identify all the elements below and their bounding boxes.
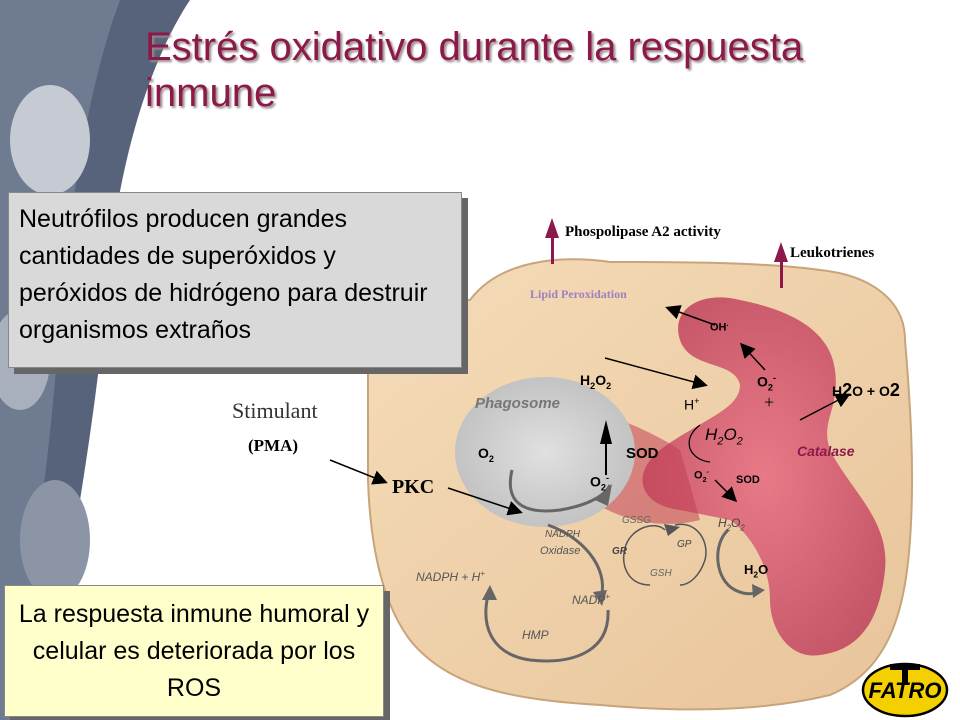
up-arrow-leukotrienes [774, 242, 788, 288]
label-gr: GR [612, 546, 627, 557]
label-hmp: HMP [522, 628, 549, 642]
label-h2o2-top: H2O2 [580, 372, 612, 391]
label-plus: + [764, 392, 775, 412]
label-h-plus: H+ [684, 396, 700, 413]
label-gp: GP [677, 539, 692, 550]
red-vacuole [642, 297, 886, 656]
label-phagosome: Phagosome [475, 395, 561, 412]
label-o2: O2 [478, 445, 494, 464]
label-nadph-oxidase-1: NADPH [545, 529, 581, 540]
neutrophils-text: Neutrófilos producen grandes cantidades … [19, 205, 428, 344]
label-lipid-peroxidation: Lipid Peroxidation [530, 287, 627, 301]
label-oh: OH. [710, 320, 729, 334]
slide-title: Estrés oxidativo durante la respuesta in… [145, 25, 804, 115]
label-sod-2: SOD [736, 474, 760, 486]
label-nadph-h: NADPH + H+ [416, 569, 485, 584]
label-o2-radical-phago: O2- [590, 473, 609, 493]
label-h2o-o2: H2O + O2 [832, 380, 900, 400]
label-pma: (PMA) [248, 436, 299, 455]
label-phospholipase: Phospolipase A2 activity [565, 224, 721, 240]
label-o2-radical-low: O2- [694, 468, 709, 484]
label-catalase: Catalase [797, 443, 855, 459]
label-nadp: NADP+ [572, 592, 610, 607]
phagosome [455, 377, 635, 527]
neutrophils-text-box: Neutrófilos producen grandes cantidades … [8, 192, 462, 368]
immune-text-box: La respuesta inmune humoral y celular es… [4, 585, 384, 717]
label-gsh: GSH [650, 568, 672, 579]
immune-text: La respuesta inmune humoral y celular es… [18, 600, 370, 702]
label-o2-radical-top: O2- [757, 373, 776, 393]
label-h2o2-mid: H2O2 [705, 425, 743, 448]
label-nadph-oxidase-2: Oxidase [540, 545, 581, 557]
label-pkc: PKC [392, 476, 435, 498]
label-h2o2-low: H2O2 [718, 516, 745, 533]
label-h2o: H2O [744, 562, 769, 580]
label-sod-1: SOD [626, 445, 659, 462]
fatro-logo: FATRO [861, 662, 949, 718]
label-gssg: GSSG [622, 515, 651, 526]
up-arrow-phospholipase [545, 218, 559, 264]
label-stimulant: Stimulant [232, 398, 318, 423]
label-leukotrienes: Leukotrienes [790, 245, 875, 261]
